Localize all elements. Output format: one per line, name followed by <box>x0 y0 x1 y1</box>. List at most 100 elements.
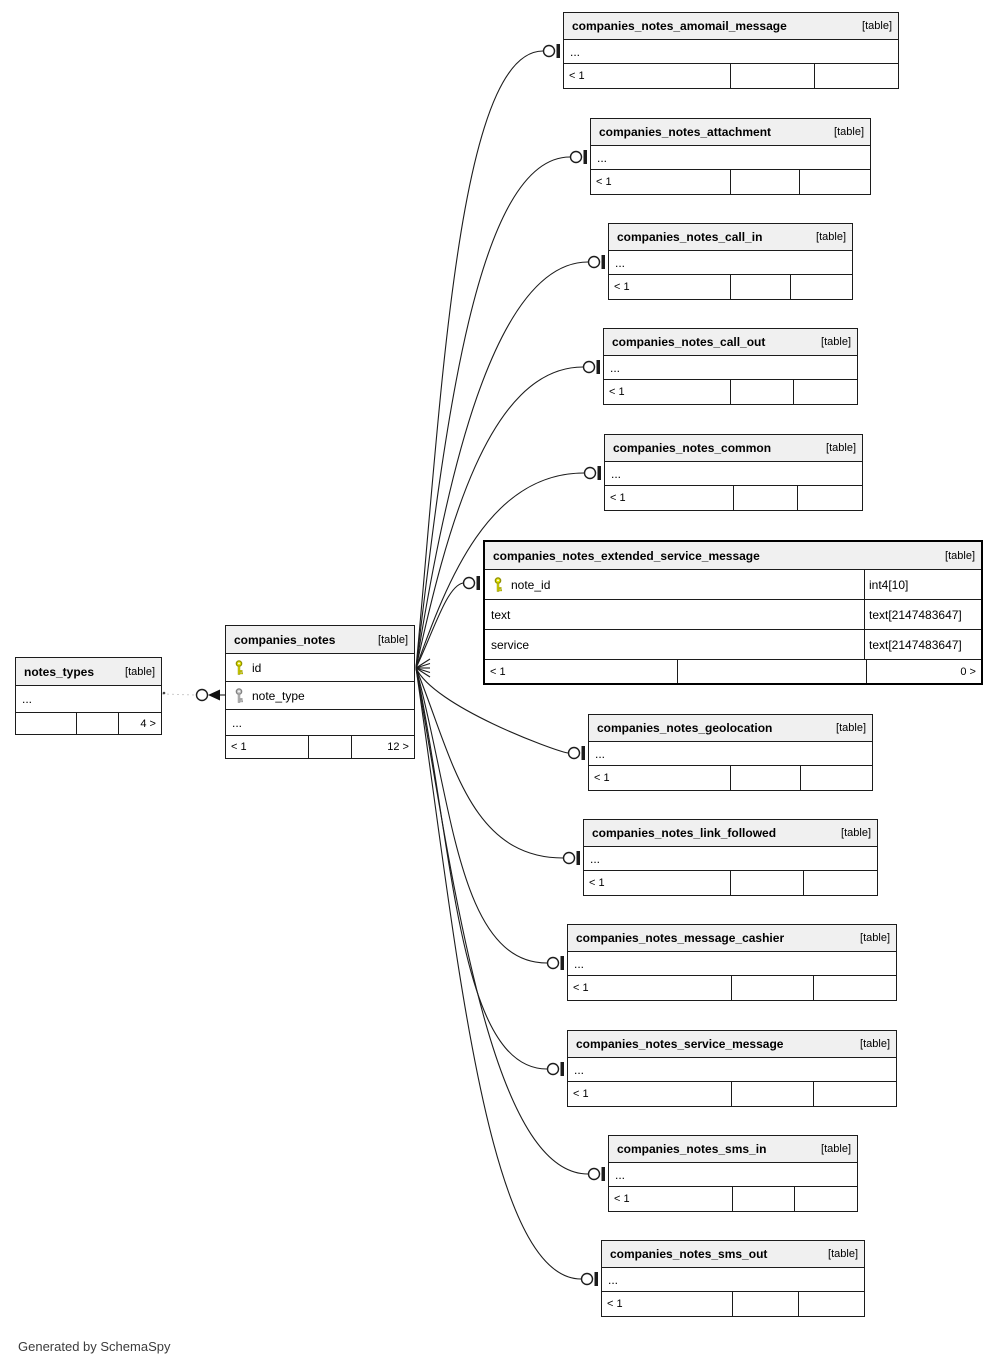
footer-cell: < 1 <box>568 976 732 1000</box>
footer-cell: < 1 <box>568 1082 732 1106</box>
footer-cell: 0 > <box>960 665 976 678</box>
column-row-ellipsis: ... <box>591 146 870 170</box>
table-companies_notes_amomail_message[interactable]: companies_notes_amomail_message[table]..… <box>563 12 899 89</box>
table-header[interactable]: companies_notes_sms_out[table] <box>602 1241 864 1268</box>
table-type-tag: [table] <box>816 231 846 243</box>
table-header[interactable]: companies_notes_link_followed[table] <box>584 820 877 847</box>
table-header[interactable]: companies_notes_service_message[table] <box>568 1031 896 1058</box>
table-companies_notes_call_out[interactable]: companies_notes_call_out[table]...< 1 <box>603 328 858 405</box>
table-type-tag: [table] <box>860 1038 890 1050</box>
footer-cell <box>814 976 896 1000</box>
table-companies_notes_extended_service_message[interactable]: companies_notes_extended_service_message… <box>483 540 983 685</box>
column-name: ... <box>574 956 585 971</box>
table-companies_notes_service_message[interactable]: companies_notes_service_message[table]..… <box>567 1030 897 1107</box>
column-row-note_type: note_type <box>226 682 414 710</box>
column-row-id: id <box>226 654 414 682</box>
table-footer: 4 > <box>16 713 161 734</box>
relationship-edge-companies_notes_extended_service_message <box>415 582 464 669</box>
table-header[interactable]: companies_notes_geolocation[table] <box>589 715 872 742</box>
zero-or-one-circle-icon <box>462 576 476 590</box>
one-bar-icon <box>581 746 585 760</box>
table-title: companies_notes_extended_service_message <box>493 548 760 563</box>
table-companies_notes_sms_out[interactable]: companies_notes_sms_out[table]...< 1 <box>601 1240 865 1317</box>
table-type-tag: [table] <box>836 722 866 734</box>
zero-or-one-circle-icon <box>587 1167 601 1181</box>
footer-cell <box>731 766 802 790</box>
footer-cell <box>815 64 899 88</box>
primary-key-icon <box>226 660 252 675</box>
table-header[interactable]: companies_notes_extended_service_message… <box>485 542 981 570</box>
table-title: companies_notes <box>234 632 336 647</box>
column-type: text[2147483647] <box>864 600 981 629</box>
one-bar-icon <box>601 255 605 269</box>
table-type-tag: [table] <box>821 336 851 348</box>
column-name: ... <box>595 746 606 761</box>
table-type-tag: [table] <box>826 442 856 454</box>
column-row-ellipsis: ... <box>602 1268 864 1292</box>
column-name: note_type <box>252 688 305 703</box>
table-header[interactable]: companies_notes_call_in[table] <box>609 224 852 251</box>
table-companies_notes_geolocation[interactable]: companies_notes_geolocation[table]...< 1 <box>588 714 873 791</box>
column-row-ellipsis: ... <box>604 356 857 380</box>
footer-cell: < 1 <box>591 170 731 194</box>
table-header[interactable]: companies_notes_sms_in[table] <box>609 1136 857 1163</box>
zero-or-one-circle-icon <box>567 746 581 760</box>
column-name: note_id <box>511 577 551 592</box>
table-companies_notes_message_cashier[interactable]: companies_notes_message_cashier[table]..… <box>567 924 897 1001</box>
column-name: text <box>491 607 511 622</box>
table-companies_notes_call_in[interactable]: companies_notes_call_in[table]...< 1 <box>608 223 853 300</box>
footer-cell <box>77 713 119 734</box>
table-type-tag: [table] <box>945 549 975 562</box>
table-title: companies_notes_link_followed <box>592 826 777 840</box>
column-name: ... <box>590 851 601 866</box>
relationship-edge-companies_notes_call_in <box>415 261 589 669</box>
table-header[interactable]: companies_notes_amomail_message[table] <box>564 13 898 40</box>
relationship-edge-companies_notes_attachment <box>415 156 571 669</box>
foreign-key-icon <box>226 688 252 703</box>
column-row-ellipsis: ... <box>589 742 872 766</box>
table-title: companies_notes_message_cashier <box>576 931 785 945</box>
column-name: service <box>491 637 530 652</box>
one-bar-icon <box>576 851 580 865</box>
table-header[interactable]: companies_notes_call_out[table] <box>604 329 857 356</box>
table-header[interactable]: notes_types[table] <box>16 658 161 686</box>
table-header[interactable]: companies_notes_common [table] <box>605 435 862 462</box>
column-row-ellipsis: ... <box>568 1058 896 1082</box>
zero-or-one-circle-icon <box>546 956 560 970</box>
table-title: notes_types <box>24 664 95 679</box>
one-bar-icon <box>583 150 587 164</box>
table-title: companies_notes_common <box>613 441 772 455</box>
one-bar-icon <box>476 576 480 590</box>
table-header[interactable]: companies_notes[table] <box>226 626 414 654</box>
footer-cell: < 1 <box>584 871 731 895</box>
table-footer: < 1 <box>568 1082 896 1106</box>
zero-or-one-circle-icon <box>583 466 597 480</box>
column-row-ellipsis: ... <box>609 1163 857 1187</box>
relationship-edge-companies_notes_geolocation <box>415 667 569 754</box>
column-row-ellipsis: ... <box>568 952 896 976</box>
table-title: companies_notes_amomail_message <box>572 19 787 33</box>
footer-cell <box>804 871 877 895</box>
footer-cell <box>814 1082 896 1106</box>
footer-cell: < 1 <box>226 736 309 758</box>
column-name: ... <box>22 692 33 706</box>
table-header[interactable]: companies_notes_attachment[table] <box>591 119 870 146</box>
relationship-edge-companies_notes_service_message <box>415 667 548 1070</box>
column-name: ... <box>232 715 243 730</box>
footer-cell: < 1 <box>605 486 734 510</box>
table-type-tag: [table] <box>821 1143 851 1155</box>
table-notes_types[interactable]: notes_types[table]... 4 > <box>15 657 162 735</box>
table-header[interactable]: companies_notes_message_cashier[table] <box>568 925 896 952</box>
table-footer: < 1 <box>604 380 857 404</box>
edge-stub-dot-icon <box>162 691 166 695</box>
table-companies_notes_sms_in[interactable]: companies_notes_sms_in[table]...< 1 <box>608 1135 858 1212</box>
table-companies_notes_attachment[interactable]: companies_notes_attachment[table]...< 1 <box>590 118 871 195</box>
table-companies_notes_common[interactable]: companies_notes_common[table]...< 1 <box>604 434 863 511</box>
relationship-edge-companies_notes_message_cashier <box>415 667 548 964</box>
column-name: ... <box>615 1167 626 1182</box>
table-companies_notes_link_followed[interactable]: companies_notes_link_followed[table]... <… <box>583 819 878 896</box>
